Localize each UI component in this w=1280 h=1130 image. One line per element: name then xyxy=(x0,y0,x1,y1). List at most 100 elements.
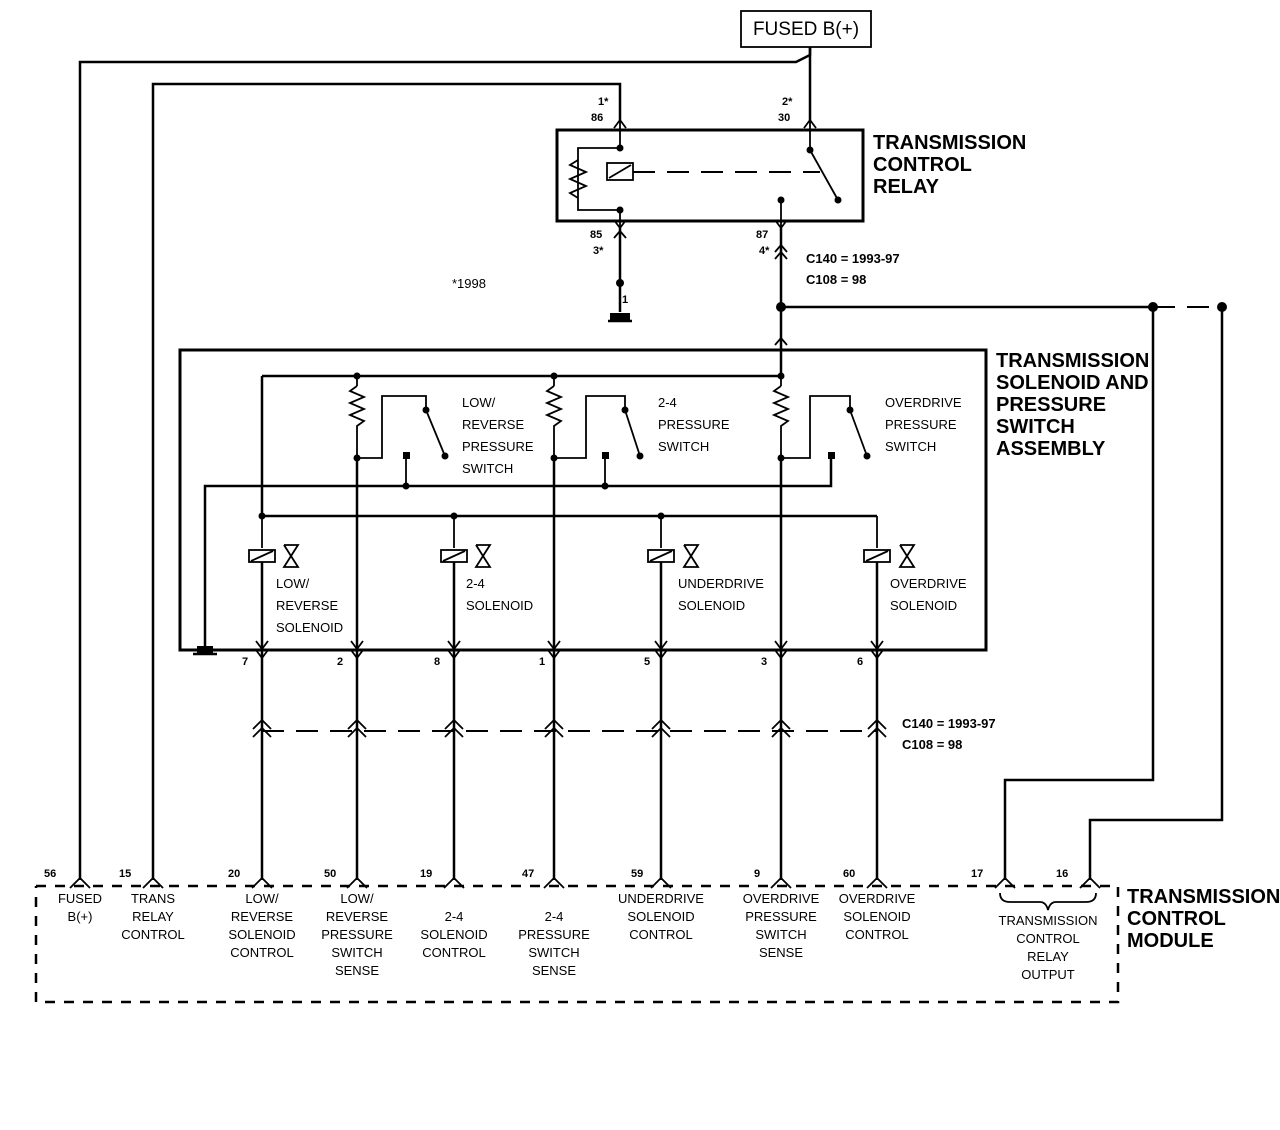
solenoid-overdrive-label: OVERDRIVE SOLENOID xyxy=(890,576,967,613)
svg-text:CONTROL: CONTROL xyxy=(1127,908,1226,930)
svg-text:SWITCH: SWITCH xyxy=(996,416,1075,438)
svg-text:2-4: 2-4 xyxy=(545,909,564,924)
relay-pin86-label: 86 xyxy=(591,112,603,124)
svg-text:9: 9 xyxy=(754,868,760,880)
svg-text:6: 6 xyxy=(857,656,863,668)
relay-pin30-star: 2* xyxy=(782,96,793,108)
svg-text:CONTROL: CONTROL xyxy=(629,927,693,942)
svg-text:17: 17 xyxy=(971,868,983,880)
svg-text:SWITCH: SWITCH xyxy=(658,439,709,454)
svg-text:PRESSURE: PRESSURE xyxy=(996,394,1106,416)
note-1998: *1998 xyxy=(452,276,486,291)
svg-text:OVERDRIVE: OVERDRIVE xyxy=(890,576,967,591)
svg-text:2: 2 xyxy=(337,656,343,668)
solenoid-low-reverse xyxy=(248,516,300,568)
switch-2-4-label: 2-4 PRESSURE SWITCH xyxy=(658,395,730,454)
tcm-pin-numbers: 56 15 20 50 19 47 59 9 60 17 16 xyxy=(44,868,1068,880)
svg-text:SOLENOID AND: SOLENOID AND xyxy=(996,372,1149,394)
assembly-pin-chevrons xyxy=(255,640,884,660)
svg-text:3: 3 xyxy=(761,656,767,668)
ground-connector-chevron xyxy=(613,229,627,239)
tcm-box xyxy=(34,884,1120,1004)
svg-text:50: 50 xyxy=(324,868,336,880)
relay-pin86-terminal xyxy=(613,118,627,129)
relay-output-brace xyxy=(999,892,1097,911)
svg-text:PRESSURE: PRESSURE xyxy=(745,909,817,924)
connector-bottom-line2: C108 = 98 xyxy=(902,737,962,752)
svg-text:TRANSMISSION: TRANSMISSION xyxy=(1127,886,1280,908)
svg-text:8: 8 xyxy=(434,656,440,668)
connector-bottom-chevrons xyxy=(252,718,887,738)
connector-top-line1: C140 = 1993-97 xyxy=(806,251,900,266)
wire-to-tcm-17 xyxy=(1003,307,1155,880)
switch-overdrive-label: OVERDRIVE PRESSURE SWITCH xyxy=(885,395,962,454)
assembly-pin-labels: 7 2 8 1 5 3 6 xyxy=(242,656,863,668)
wire-fused-to-tcm-56 xyxy=(78,47,812,880)
switch-2-4 xyxy=(544,376,644,490)
solenoid-2-4 xyxy=(440,516,492,568)
assembly-to-tcm-wires xyxy=(260,458,879,880)
svg-text:2-4: 2-4 xyxy=(658,395,677,410)
ground-icon xyxy=(608,313,632,323)
svg-text:SOLENOID: SOLENOID xyxy=(466,598,533,613)
svg-text:2-4: 2-4 xyxy=(445,909,464,924)
c140-top-chevron-a xyxy=(774,243,788,253)
svg-text:SWITCH: SWITCH xyxy=(462,461,513,476)
svg-text:REVERSE: REVERSE xyxy=(276,598,338,613)
svg-text:SOLENOID: SOLENOID xyxy=(627,909,694,924)
svg-text:SENSE: SENSE xyxy=(532,963,576,978)
svg-text:SWITCH: SWITCH xyxy=(885,439,936,454)
svg-text:56: 56 xyxy=(44,868,56,880)
svg-text:SOLENOID: SOLENOID xyxy=(276,620,343,635)
assembly-title: TRANSMISSION SOLENOID AND PRESSURE SWITC… xyxy=(996,350,1149,460)
relay-pin87-star: 4* xyxy=(759,245,770,257)
svg-text:16: 16 xyxy=(1056,868,1068,880)
svg-text:OVERDRIVE: OVERDRIVE xyxy=(885,395,962,410)
svg-text:SWITCH: SWITCH xyxy=(755,927,806,942)
switch-low-reverse xyxy=(347,376,449,490)
relay-pin30-label: 30 xyxy=(778,112,790,124)
svg-text:59: 59 xyxy=(631,868,643,880)
svg-text:RELAY: RELAY xyxy=(1027,949,1069,964)
svg-text:SOLENOID: SOLENOID xyxy=(843,909,910,924)
solenoid-underdrive-label: UNDERDRIVE SOLENOID xyxy=(678,576,764,613)
solenoid-assembly-box xyxy=(178,348,988,652)
fused-b-plus-box xyxy=(740,10,872,48)
svg-text:5: 5 xyxy=(644,656,650,668)
fused-b-plus-label: FUSED B(+) xyxy=(753,19,859,40)
relay-pin86-star: 1* xyxy=(598,96,609,108)
relay-pin87-label: 87 xyxy=(756,229,768,241)
svg-text:LOW/: LOW/ xyxy=(276,576,310,591)
svg-text:47: 47 xyxy=(522,868,534,880)
svg-text:15: 15 xyxy=(119,868,131,880)
svg-text:SWITCH: SWITCH xyxy=(528,945,579,960)
relay-coil xyxy=(567,120,634,228)
svg-text:CONTROL: CONTROL xyxy=(422,945,486,960)
svg-text:60: 60 xyxy=(843,868,855,880)
svg-text:CONTROL: CONTROL xyxy=(873,154,972,176)
svg-text:LOW/: LOW/ xyxy=(245,891,279,906)
svg-text:UNDERDRIVE: UNDERDRIVE xyxy=(678,576,764,591)
svg-text:SWITCH: SWITCH xyxy=(331,945,382,960)
relay-box xyxy=(555,128,865,223)
svg-text:CONTROL: CONTROL xyxy=(121,927,185,942)
svg-text:FUSED: FUSED xyxy=(58,891,102,906)
tcm-relay-output-label: TRANSMISSION CONTROL RELAY OUTPUT xyxy=(999,913,1098,982)
svg-text:7: 7 xyxy=(242,656,248,668)
svg-text:SOLENOID: SOLENOID xyxy=(228,927,295,942)
svg-text:19: 19 xyxy=(420,868,432,880)
svg-text:PRESSURE: PRESSURE xyxy=(462,439,534,454)
ground-pin-label: 1 xyxy=(622,294,628,306)
relay-pin30-terminal xyxy=(803,118,817,129)
svg-text:SOLENOID: SOLENOID xyxy=(890,598,957,613)
svg-text:TRANSMISSION: TRANSMISSION xyxy=(996,350,1149,372)
svg-text:2-4: 2-4 xyxy=(466,576,485,591)
svg-text:PRESSURE: PRESSURE xyxy=(321,927,393,942)
svg-text:CONTROL: CONTROL xyxy=(845,927,909,942)
svg-text:RELAY: RELAY xyxy=(873,176,940,198)
tcm-title: TRANSMISSION CONTROL MODULE xyxy=(1127,886,1280,952)
assembly-ground-icon xyxy=(193,646,217,656)
switch-ground-bus xyxy=(203,456,833,650)
svg-text:SOLENOID: SOLENOID xyxy=(678,598,745,613)
